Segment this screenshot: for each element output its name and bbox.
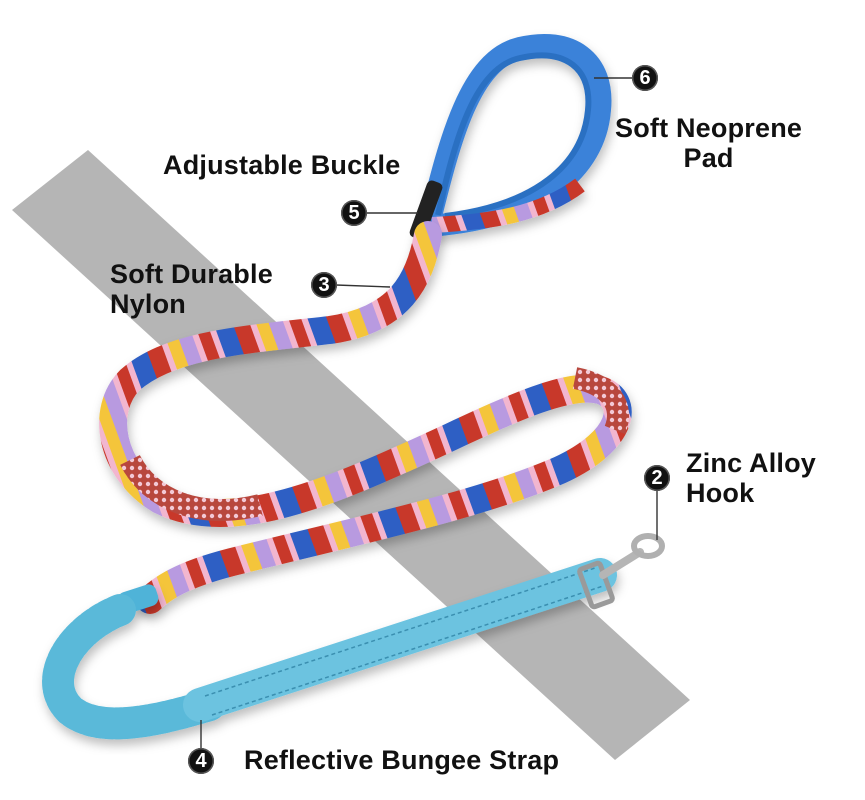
bungee-strap xyxy=(42,558,617,740)
callout-badge-4: 4 xyxy=(188,748,214,774)
label-line-2: Pad xyxy=(683,143,734,173)
zinc-alloy-hook xyxy=(577,533,665,610)
neoprene-handle-loop xyxy=(419,33,612,236)
label-line-1: Adjustable Buckle xyxy=(163,150,401,180)
callout-badge-2: 2 xyxy=(644,465,670,491)
label-adjustable-buckle: Adjustable Buckle xyxy=(163,150,400,180)
label-line-1: Zinc Alloy xyxy=(686,448,817,478)
callout-badge-5: 5 xyxy=(341,200,367,226)
nylon-strap xyxy=(99,221,632,614)
label-line-1: Soft Durable xyxy=(110,259,273,289)
label-reflective-bungee-strap: Reflective Bungee Strap xyxy=(244,745,559,775)
label-line-1: Reflective Bungee Strap xyxy=(244,745,560,775)
label-zinc-alloy-hook: Zinc Alloy Hook xyxy=(686,448,816,508)
label-soft-durable-nylon: Soft Durable Nylon xyxy=(110,259,273,319)
label-soft-neoprene-pad: Soft Neoprene Pad xyxy=(615,113,802,173)
adjustable-buckle xyxy=(409,180,443,240)
label-line-2: Hook xyxy=(686,478,755,508)
callout-badge-3: 3 xyxy=(311,272,337,298)
leader-lines xyxy=(200,77,658,748)
callout-badge-6: 6 xyxy=(632,65,658,91)
label-line-2: Nylon xyxy=(110,289,187,319)
label-line-1: Soft Neoprene xyxy=(615,113,803,143)
